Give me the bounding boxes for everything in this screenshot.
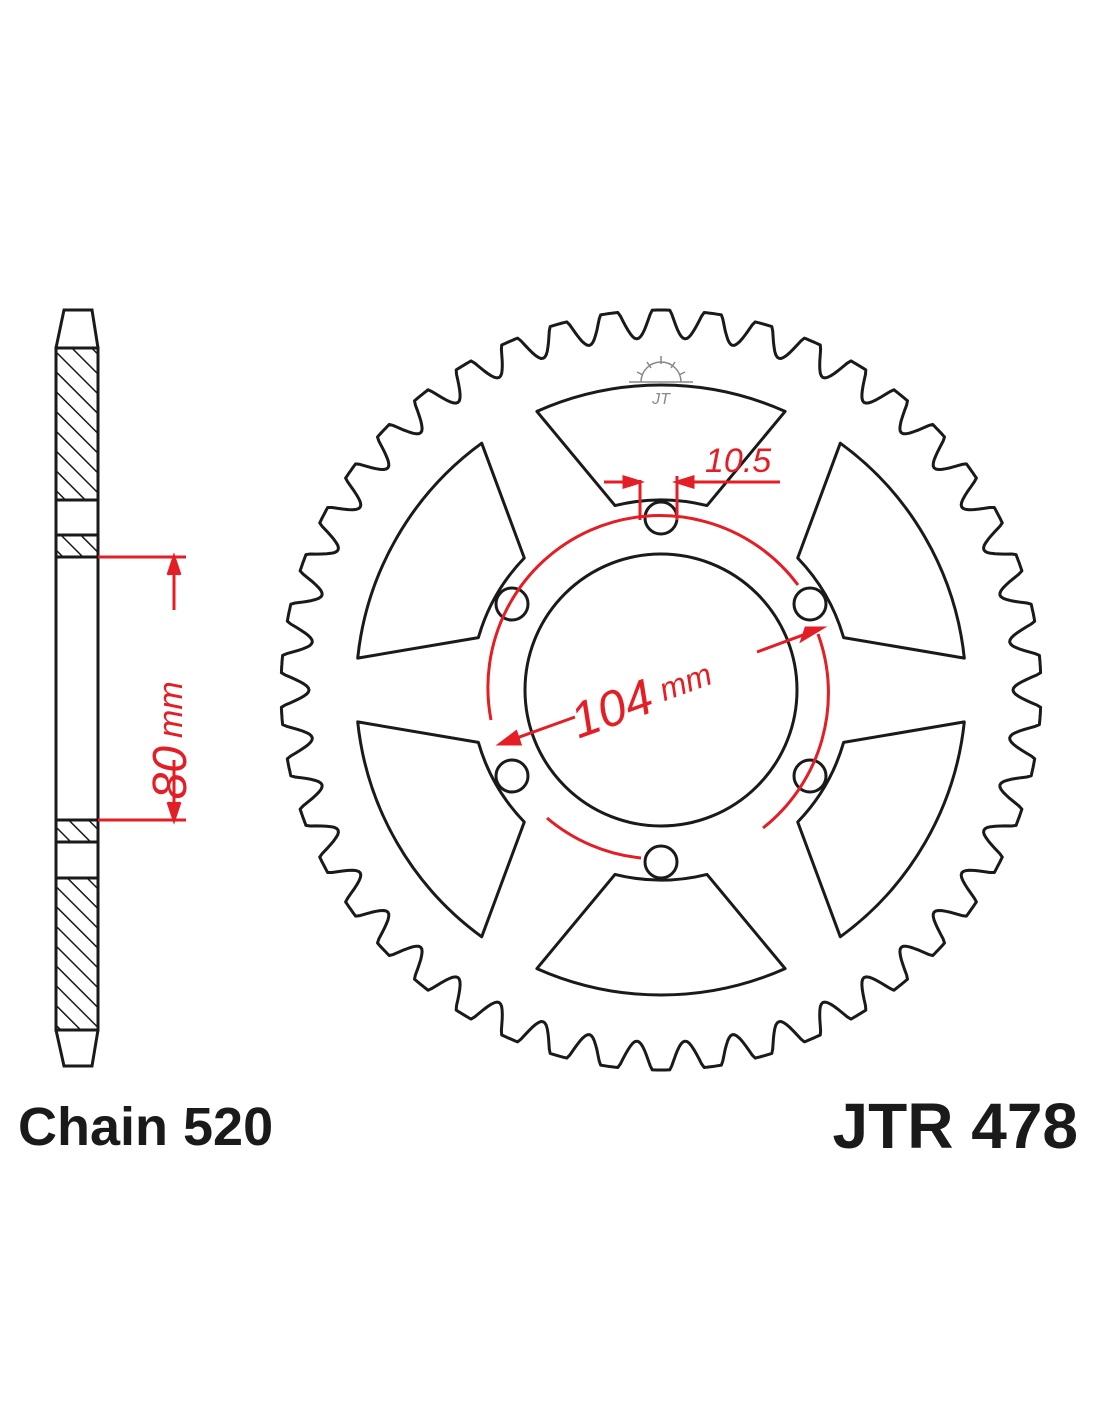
teeth-outline (279, 308, 1043, 1072)
svg-text:JT: JT (651, 391, 671, 408)
lightening-window (796, 441, 966, 660)
bolt-hole-dimension (604, 474, 780, 520)
hatch-hub-bottom (54, 818, 100, 844)
lightening-window (356, 720, 526, 939)
hatch-bottom (54, 876, 100, 1032)
hub-offset-label: 80 mm (144, 681, 197, 799)
hub-offset-unit: mm (152, 681, 190, 738)
arrow-head (166, 552, 182, 576)
bolt-holes (494, 500, 828, 880)
arrow-head (671, 474, 695, 490)
bolt-hole (643, 844, 679, 880)
pcd-arc (546, 816, 642, 860)
bolt-hole (643, 500, 679, 536)
pcd-label: 104 mm (563, 656, 717, 749)
sprocket-front (279, 308, 1043, 1072)
pcd-arc (762, 633, 830, 830)
bolt-hole (792, 586, 828, 622)
part-number: JTR 478 (833, 1090, 1078, 1162)
pcd-unit: mm (654, 656, 716, 708)
bolt-hole (494, 758, 530, 794)
lightening-windows (356, 383, 966, 997)
bolt-hole (494, 586, 530, 622)
lightening-window (535, 383, 787, 508)
lightening-window (535, 872, 787, 997)
jt-logo: JT (629, 356, 693, 408)
pcd-dimension (495, 626, 828, 746)
pcd-arc (486, 514, 800, 721)
profile-outline (54, 308, 100, 1068)
chain-label: Chain 520 (18, 1097, 273, 1157)
hatch-top (54, 346, 100, 502)
arrow-head (622, 474, 646, 490)
pcd-value: 104 (563, 668, 661, 749)
center-bore (523, 552, 799, 828)
lightening-window (796, 720, 966, 939)
hub-offset-value: 80 (144, 746, 197, 800)
side-profile (54, 308, 100, 1068)
hatch-hub-top (54, 533, 100, 559)
bolt-hole-value: 10.5 (705, 442, 771, 480)
pcd-circle (486, 514, 830, 860)
bolt-hole (792, 758, 828, 794)
arrow-head (799, 626, 828, 644)
hub-offset-dimension (98, 552, 186, 825)
lightening-window (356, 441, 526, 660)
arrow-head (495, 729, 523, 746)
arrow-head (166, 801, 182, 825)
